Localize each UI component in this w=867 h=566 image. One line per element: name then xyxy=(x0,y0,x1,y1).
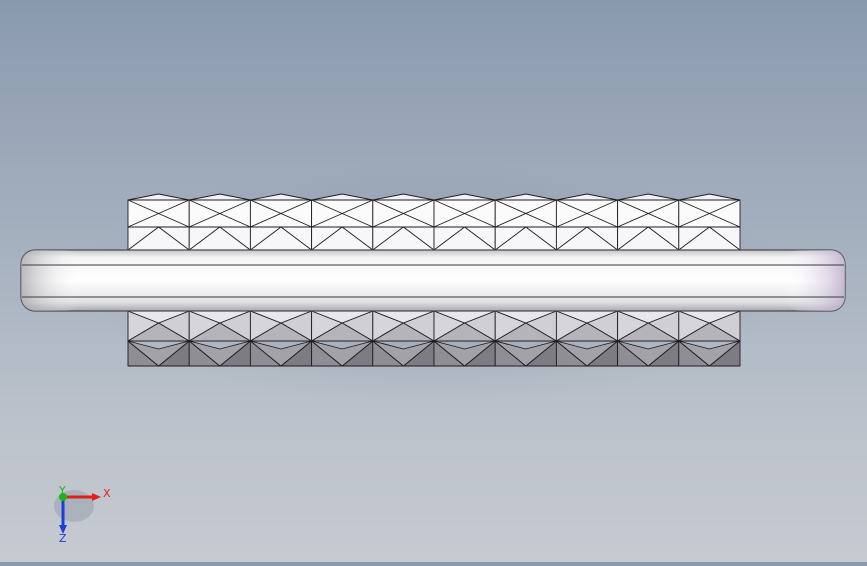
knurl-top-edge xyxy=(617,226,649,251)
knurl-bottom-band[interactable] xyxy=(127,310,741,367)
shaft-right-end-shading xyxy=(785,250,845,311)
knurl-top-edge xyxy=(280,226,312,251)
knurl-top-edge xyxy=(494,226,527,251)
y-axis-icon xyxy=(59,493,67,501)
knurl-top-lower-cell xyxy=(494,226,557,251)
knurl-top-edge xyxy=(525,226,557,251)
knurl-top-lower-cell xyxy=(678,226,741,251)
z-axis-arrow-icon xyxy=(59,525,67,534)
shaft-left-end-shading xyxy=(21,250,81,311)
knurl-top-edge xyxy=(189,199,251,228)
knurl-top-lower-cell xyxy=(372,226,435,251)
knurl-top-edge xyxy=(158,226,190,251)
knurl-top-edge xyxy=(219,226,251,251)
knurl-top-edge xyxy=(464,226,496,251)
knurl-top-lower-cell xyxy=(617,226,680,251)
knurl-top-edge xyxy=(433,226,465,251)
knurl-top-band[interactable] xyxy=(127,193,741,251)
knurl-top-peak xyxy=(678,193,741,201)
shaft-body xyxy=(20,249,846,312)
knurl-top-edge xyxy=(495,199,557,228)
knurl-top-edge xyxy=(556,199,618,228)
knurl-top-edge xyxy=(403,226,435,251)
knurl-top-edge xyxy=(433,199,496,228)
knurl-top-edge xyxy=(311,199,373,228)
knurl-top-edge xyxy=(250,199,312,228)
knurl-top-lower-cell xyxy=(311,226,374,251)
knurl-top-edge xyxy=(372,226,404,251)
knurl-top-edge xyxy=(556,226,588,251)
z-axis-label: Z xyxy=(59,532,67,545)
knurl-top-lower-cell xyxy=(249,226,313,251)
knurl-top-lower-cell xyxy=(188,226,251,251)
knurl-top-peak xyxy=(127,193,190,201)
knurl-top-edge xyxy=(617,199,679,228)
knurl-top-edge xyxy=(188,226,221,251)
knurl-top-edge xyxy=(250,226,282,251)
knurl-top-edge xyxy=(586,226,618,251)
view-triad: X Y Z xyxy=(54,484,111,545)
knurl-top-edge xyxy=(341,226,374,251)
knurl-top-edge xyxy=(311,226,343,251)
knurl-top-edge xyxy=(127,226,159,251)
y-axis-label: Y xyxy=(58,484,66,497)
x-axis-label: X xyxy=(103,487,111,500)
knurl-top-edge xyxy=(678,226,710,251)
knurl-top-lower-cell xyxy=(127,226,190,251)
knurl-top-edge xyxy=(127,199,190,228)
x-axis-arrow-icon xyxy=(92,493,101,501)
shaft[interactable] xyxy=(20,249,846,312)
knurl-top-edge xyxy=(709,226,741,251)
knurl-top-lower-cell xyxy=(555,226,619,251)
knurl-top-edge xyxy=(647,226,680,251)
knurl-top-lower-cell xyxy=(433,226,496,251)
knurl-top-edge xyxy=(678,199,741,228)
knurl-top-edge xyxy=(372,199,435,228)
